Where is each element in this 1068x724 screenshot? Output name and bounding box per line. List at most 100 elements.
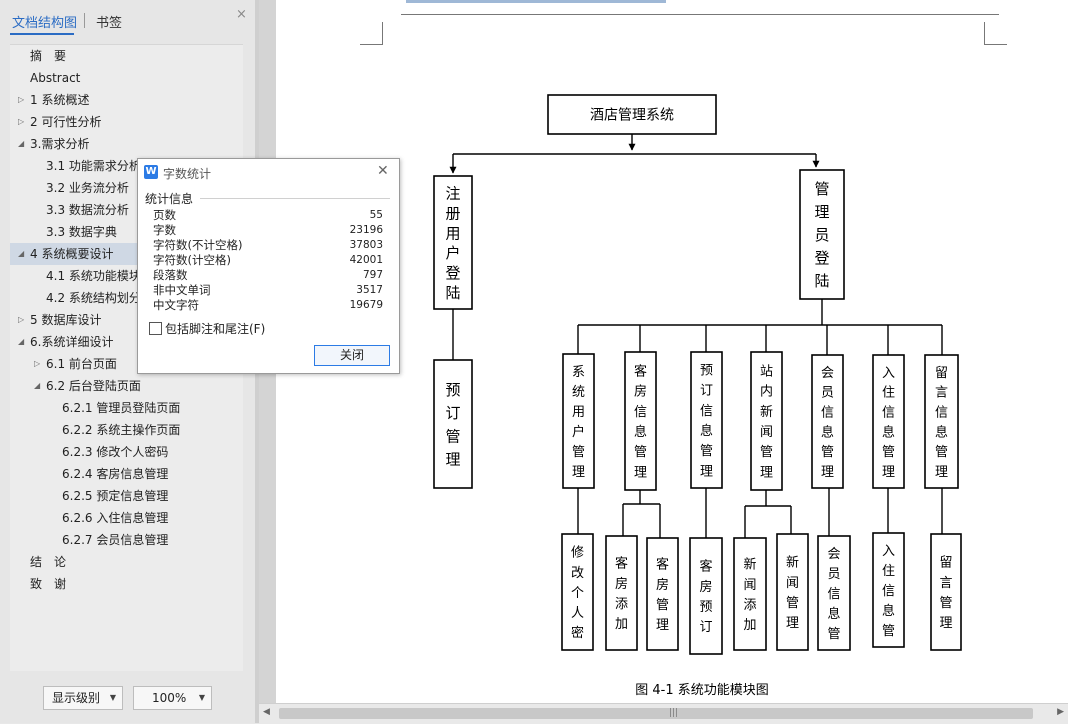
box-label: 会员信息管理 <box>821 366 834 480</box>
outline-item[interactable]: 摘 要 <box>10 45 243 67</box>
dialog-title: 字数统计 <box>163 167 212 181</box>
outline-item-label: 6.2.4 客房信息管理 <box>62 467 169 481</box>
zoom-select[interactable]: 100% ▼ <box>133 686 212 710</box>
outline-item[interactable]: ▷6.1 前台页面 <box>10 353 243 375</box>
collapse-icon[interactable]: ◢ <box>18 249 25 258</box>
leaf-box: 会员信息管 <box>817 535 851 651</box>
statistics-group-label: 统计信息 <box>145 192 194 206</box>
outline-item[interactable]: 6.2.1 管理员登陆页面 <box>10 397 243 419</box>
box-label: 新闻添加 <box>743 557 756 633</box>
outline-item[interactable]: 6.2.7 会员信息管理 <box>10 529 243 551</box>
stat-label: 非中文单词 <box>153 283 211 297</box>
outline-item[interactable]: 3.2 业务流分析 <box>10 177 243 199</box>
expand-icon[interactable]: ▷ <box>18 315 25 324</box>
outline-item[interactable]: ◢6.2 后台登陆页面 <box>10 375 243 397</box>
outline-item[interactable]: 6.2.2 系统主操作页面 <box>10 419 243 441</box>
scroll-left-icon[interactable]: ◀ <box>263 707 270 717</box>
collapse-icon[interactable]: ◢ <box>18 139 25 148</box>
outline-item[interactable]: 6.2.3 修改个人密码 <box>10 441 243 463</box>
outline-item-label: 4.1 系统功能模块 <box>46 269 141 283</box>
box-label: 留言信息管理 <box>935 366 948 480</box>
stat-label: 段落数 <box>153 268 188 282</box>
module-box: 会员信息管理 <box>811 354 844 489</box>
tab-bookmarks[interactable]: 书签 <box>96 16 123 31</box>
expand-icon[interactable]: ▷ <box>34 359 41 368</box>
stat-value: 42001 <box>349 254 383 266</box>
expand-icon[interactable]: ▷ <box>18 95 25 104</box>
stat-label: 字符数(计空格) <box>153 253 231 267</box>
module-box: 预订信息管理 <box>690 351 723 489</box>
root-box: 酒店管理系统 <box>547 94 717 135</box>
module-box: 客房信息管理 <box>624 351 657 491</box>
box-label: 注册用户登陆 <box>445 185 460 302</box>
outline-item-label: 3.3 数据字典 <box>46 225 117 239</box>
diagram-connectors <box>449 134 943 538</box>
scroll-right-icon[interactable]: ▶ <box>1057 707 1064 717</box>
outline-item[interactable]: ◢ 3.需求分析 <box>10 133 243 155</box>
outline-item-label: 6.2.2 系统主操作页面 <box>62 423 181 437</box>
stat-value: 3517 <box>356 284 383 296</box>
outline-item-label: 6.系统详细设计 <box>30 335 114 349</box>
leaf-box: 入住信息管 <box>872 532 905 648</box>
tab-document-outline[interactable]: 文档结构图 <box>12 16 78 31</box>
tab-separator <box>84 13 85 28</box>
include-footnotes-checkbox[interactable] <box>149 322 162 335</box>
outline-item[interactable]: 6.2.5 预定信息管理 <box>10 485 243 507</box>
outline-item-label: 3.需求分析 <box>30 137 90 151</box>
outline-item-label: 6.2.5 预定信息管理 <box>62 489 169 503</box>
expand-icon[interactable]: ▷ <box>18 117 25 126</box>
scrollbar-thumb[interactable]: ||| <box>279 708 1033 719</box>
stat-value: 19679 <box>349 299 383 311</box>
display-level-select[interactable]: 显示级别 ▼ <box>43 686 123 710</box>
outline-item[interactable]: 结 论 <box>10 551 243 573</box>
box-label: 修改个人密 <box>571 546 584 642</box>
outline-item-label: 5 数据库设计 <box>30 313 102 327</box>
margin-corner-right <box>984 22 1007 45</box>
close-button[interactable]: 关闭 <box>314 345 390 366</box>
outline-item[interactable]: ▷ 5 数据库设计 <box>10 309 243 331</box>
outline-item[interactable]: ▷2 可行性分析 <box>10 111 243 133</box>
close-icon[interactable]: ✕ <box>377 163 389 179</box>
outline-item[interactable]: ◢ 6.系统详细设计 <box>10 331 243 353</box>
box-label: 系统用户管理 <box>572 365 585 480</box>
include-footnotes-label[interactable]: 包括脚注和尾注(F) <box>165 322 266 336</box>
outline-item[interactable]: 3.1 功能需求分析 <box>10 155 243 177</box>
box-label: 新闻管理 <box>786 555 799 631</box>
outline-item-label: 6.2.1 管理员登陆页面 <box>62 401 181 415</box>
outline-item[interactable]: Abstract <box>10 67 243 89</box>
collapse-icon[interactable]: ◢ <box>34 381 41 390</box>
horizontal-scrollbar[interactable]: ◀ ||| ▶ <box>259 703 1068 724</box>
page-top-highlight <box>406 0 666 3</box>
stat-row: 非中文单词 3517 <box>153 283 383 298</box>
dialog-titlebar[interactable]: W 字数统计 ✕ <box>138 159 399 185</box>
outline-item-label: 3.2 业务流分析 <box>46 181 129 195</box>
close-icon[interactable]: × <box>236 7 247 22</box>
leaf-box: 客房管理 <box>646 537 679 651</box>
collapse-icon[interactable]: ◢ <box>18 337 25 346</box>
box-label: 会员信息管 <box>827 547 840 642</box>
box-label: 预订管理 <box>445 381 460 469</box>
leaf-box: 客房预订 <box>689 537 723 655</box>
outline-item[interactable]: 6.2.6 入住信息管理 <box>10 507 243 529</box>
outline-item[interactable]: 6.2.4 客房信息管理 <box>10 463 243 485</box>
module-box: 预订管理 <box>433 359 473 489</box>
outline-item[interactable]: 4.1 系统功能模块 <box>10 265 243 287</box>
box-label: 客房添加 <box>615 556 628 632</box>
outline-item[interactable]: 3.3 数据流分析 <box>10 199 243 221</box>
chevron-down-icon: ▼ <box>198 693 205 702</box>
leaf-box: 修改个人密 <box>561 533 594 651</box>
outline-item[interactable]: 3.3 数据字典 <box>10 221 243 243</box>
margin-corner-left <box>360 22 383 45</box>
wps-writer-icon: W <box>144 165 158 179</box>
box-label: 管理员登陆 <box>814 180 829 290</box>
outline-item[interactable]: 4.2 系统结构划分 <box>10 287 243 309</box>
figure-caption: 图 4-1 系统功能模块图 <box>635 683 769 698</box>
outline-item-label: 3.3 数据流分析 <box>46 203 129 217</box>
outline-item-label: 结 论 <box>30 555 67 569</box>
outline-item[interactable]: ▷1 系统概述 <box>10 89 243 111</box>
group-divider <box>200 198 390 199</box>
outline-item[interactable]: 致 谢 <box>10 573 243 595</box>
